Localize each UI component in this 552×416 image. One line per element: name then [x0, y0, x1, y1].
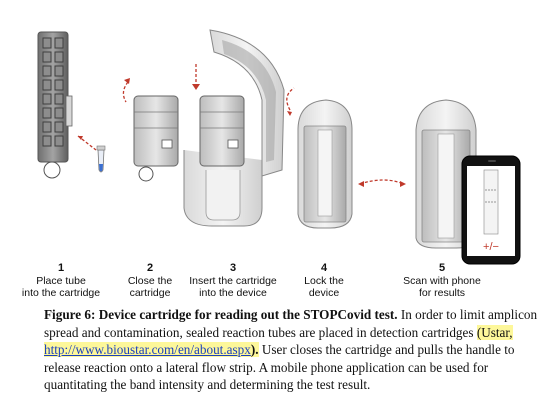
- step-number-1: 1: [57, 262, 65, 274]
- caption-text-2: User closes the cartridge and pulls the …: [44, 342, 515, 393]
- step-label-4: 4 Lock the device: [294, 262, 354, 299]
- step3-device-drawing: [183, 29, 285, 227]
- caption-title: Figure 6: Device cartridge for reading o…: [44, 307, 398, 322]
- step-text-5a: Scan with phone: [403, 275, 481, 287]
- caption-text-1: In order to limit amplicon spread and co…: [44, 307, 538, 340]
- step-text-5b: for results: [418, 287, 466, 299]
- step-number-2: 2: [146, 262, 154, 274]
- step-label-2: 2 Close the cartridge: [118, 262, 182, 299]
- step-label-1: 1 Place tube into the cartridge: [18, 262, 104, 299]
- step-text-1b: into the cartridge: [21, 287, 101, 299]
- figure-caption: Figure 6: Device cartridge for reading o…: [44, 306, 544, 394]
- step5-device-drawing: [415, 99, 477, 249]
- device-cartridge-illustration: +/−: [37, 29, 521, 265]
- step2-cartridge-drawing: [122, 78, 179, 182]
- step-text-3b: into the device: [199, 287, 267, 299]
- step-text-2b: cartridge: [129, 287, 171, 299]
- step-text-4a: Lock the: [304, 275, 344, 287]
- step-text-3a: Insert the cartridge: [189, 275, 277, 287]
- step-label-3: 3 Insert the cartridge into the device: [180, 262, 286, 299]
- ustar-link[interactable]: http://www.biou­star.com/en/about.aspx: [44, 342, 251, 358]
- step-number-5: 5: [438, 262, 446, 274]
- step-text-2a: Close the: [127, 275, 173, 287]
- step-text-4b: device: [308, 287, 340, 299]
- caption-highlight-open: (Ustar,: [476, 324, 513, 340]
- step-label-5: 5 Scan with phone for results: [398, 262, 486, 299]
- caption-highlight-close: ).: [250, 342, 259, 358]
- step-number-4: 4: [320, 262, 328, 274]
- step4-device-drawing: [286, 87, 406, 229]
- step-number-3: 3: [229, 262, 237, 274]
- phone-drawing: +/−: [461, 155, 521, 265]
- phone-result-text: +/−: [483, 241, 499, 253]
- step-text-1a: Place tube: [36, 275, 86, 287]
- step1-cartridge-drawing: [37, 31, 106, 179]
